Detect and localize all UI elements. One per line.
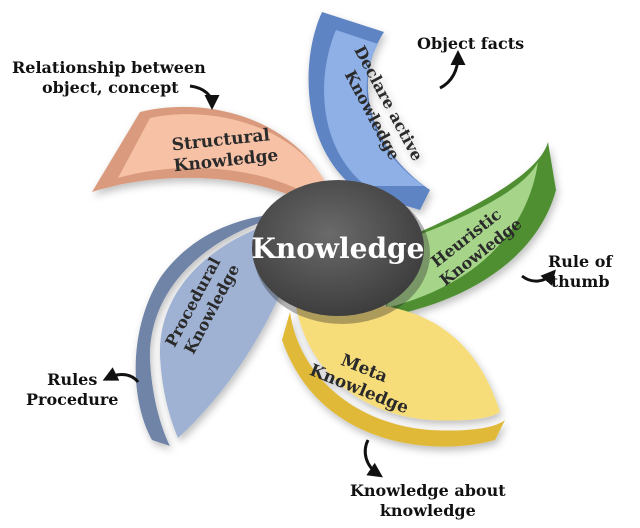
annotation-rule-of-thumb-line2: thumb bbox=[550, 272, 610, 291]
annotation-relationship-line1: Relationship between bbox=[12, 58, 206, 77]
annotation-object-facts-line1: Object facts bbox=[417, 34, 525, 53]
petal-procedural-edge bbox=[135, 216, 262, 446]
petal-structural-face bbox=[118, 114, 330, 200]
petal-declarative: Declare active Knowledge bbox=[308, 12, 430, 210]
annotation-knowledge-about-line2: knowledge bbox=[379, 501, 476, 520]
annotation-knowledge-about-line1: Knowledge about bbox=[350, 481, 506, 500]
center-hub: Knowledge bbox=[252, 180, 430, 324]
petal-meta-edge bbox=[282, 312, 505, 447]
arrow-rule-of-thumb bbox=[521, 269, 556, 286]
petal-meta: Meta Knowledge bbox=[282, 304, 505, 447]
annotation-object-facts: Object facts bbox=[417, 34, 524, 54]
center-hub-label: Knowledge bbox=[252, 232, 425, 265]
petal-structural: Structural Knowledge bbox=[92, 106, 332, 210]
annotation-rules-procedure-line2: Procedure bbox=[26, 390, 119, 409]
annotation-rule-of-thumb: Rule of thumb bbox=[548, 252, 612, 292]
petal-procedural-face bbox=[159, 226, 282, 438]
annotation-rules-procedure-line1: Rules bbox=[47, 370, 98, 389]
annotation-rules-procedure: Rules Procedure bbox=[26, 370, 118, 410]
petal-procedural: Procedural Knowledge bbox=[135, 216, 282, 446]
arrow-rules-procedure bbox=[102, 367, 140, 383]
arrow-knowledge-about bbox=[363, 439, 383, 478]
annotation-relationship: Relationship between object, concept bbox=[12, 58, 206, 98]
annotation-relationship-line2: object, concept bbox=[42, 78, 179, 97]
arrow-object-facts bbox=[439, 50, 466, 90]
annotation-rule-of-thumb-line1: Rule of bbox=[548, 252, 613, 271]
center-hub-shape bbox=[252, 180, 424, 316]
annotation-knowledge-about: Knowledge about knowledge bbox=[350, 481, 506, 521]
petal-meta-face bbox=[296, 304, 500, 421]
petal-heuristic-face bbox=[386, 162, 538, 308]
arrow-relationship bbox=[189, 84, 220, 110]
petal-declarative-face bbox=[324, 30, 424, 186]
